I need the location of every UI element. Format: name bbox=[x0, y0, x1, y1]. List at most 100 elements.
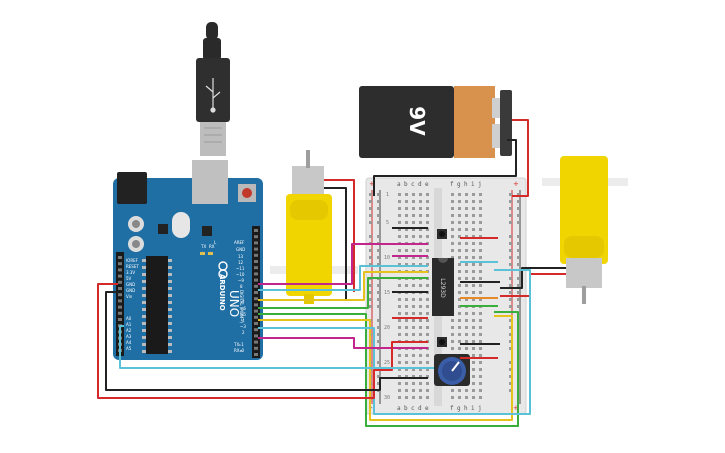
rail-hole[interactable] bbox=[509, 214, 512, 217]
rail-hole[interactable] bbox=[509, 256, 512, 259]
rail-hole[interactable] bbox=[369, 291, 372, 294]
digital-header-pin[interactable] bbox=[254, 340, 258, 344]
breadboard-hole[interactable] bbox=[451, 235, 454, 238]
breadboard-hole[interactable] bbox=[426, 193, 429, 196]
breadboard-hole[interactable] bbox=[398, 368, 401, 371]
breadboard-hole[interactable] bbox=[465, 284, 468, 287]
breadboard-hole[interactable] bbox=[419, 361, 422, 364]
breadboard-hole[interactable] bbox=[398, 193, 401, 196]
breadboard-hole[interactable] bbox=[465, 396, 468, 399]
wires[interactable] bbox=[97, 119, 566, 427]
rail-hole[interactable] bbox=[517, 193, 520, 196]
breadboard-hole[interactable] bbox=[405, 326, 408, 329]
rail-hole[interactable] bbox=[509, 263, 512, 266]
breadboard-hole[interactable] bbox=[419, 207, 422, 210]
breadboard-hole[interactable] bbox=[458, 193, 461, 196]
wire-battery-positive[interactable] bbox=[512, 119, 529, 197]
breadboard-hole[interactable] bbox=[458, 263, 461, 266]
digital-header-pin[interactable] bbox=[254, 272, 258, 276]
battery-9v[interactable]: 9V bbox=[359, 86, 512, 158]
breadboard-hole[interactable] bbox=[412, 298, 415, 301]
breadboard-hole[interactable] bbox=[426, 249, 429, 252]
breadboard-hole[interactable] bbox=[472, 242, 475, 245]
rail-hole[interactable] bbox=[517, 305, 520, 308]
breadboard-hole[interactable] bbox=[479, 347, 482, 350]
breadboard-hole[interactable] bbox=[465, 263, 468, 266]
breadboard-hole[interactable] bbox=[479, 235, 482, 238]
breadboard-hole[interactable] bbox=[472, 354, 475, 357]
breadboard-hole[interactable] bbox=[479, 333, 482, 336]
breadboard-hole[interactable] bbox=[472, 382, 475, 385]
power-analog-header-pin[interactable] bbox=[118, 293, 122, 297]
breadboard-hole[interactable] bbox=[479, 214, 482, 217]
breadboard-hole[interactable] bbox=[405, 284, 408, 287]
breadboard-hole[interactable] bbox=[451, 221, 454, 224]
breadboard-hole[interactable] bbox=[472, 326, 475, 329]
digital-header-pin[interactable] bbox=[254, 241, 258, 245]
power-analog-header-pin[interactable] bbox=[118, 305, 122, 309]
rail-hole[interactable] bbox=[509, 333, 512, 336]
breadboard-hole[interactable] bbox=[451, 193, 454, 196]
rail-hole[interactable] bbox=[369, 249, 372, 252]
breadboard-hole[interactable] bbox=[458, 396, 461, 399]
rail-hole[interactable] bbox=[377, 284, 380, 287]
rail-hole[interactable] bbox=[369, 305, 372, 308]
breadboard-hole[interactable] bbox=[405, 221, 408, 224]
rail-hole[interactable] bbox=[369, 207, 372, 210]
breadboard-hole[interactable] bbox=[405, 389, 408, 392]
rail-hole[interactable] bbox=[377, 305, 380, 308]
breadboard-hole[interactable] bbox=[426, 207, 429, 210]
digital-header-pin[interactable] bbox=[254, 235, 258, 239]
power-analog-header-pin[interactable] bbox=[118, 287, 122, 290]
breadboard-hole[interactable] bbox=[405, 228, 408, 231]
breadboard-hole[interactable] bbox=[479, 263, 482, 266]
breadboard-hole[interactable] bbox=[479, 249, 482, 252]
breadboard-hole[interactable] bbox=[458, 228, 461, 231]
breadboard-hole[interactable] bbox=[472, 200, 475, 203]
rail-hole[interactable] bbox=[517, 214, 520, 217]
rail-hole[interactable] bbox=[377, 298, 380, 301]
rail-hole[interactable] bbox=[377, 291, 380, 294]
breadboard-hole[interactable] bbox=[472, 319, 475, 322]
breadboard-hole[interactable] bbox=[426, 235, 429, 238]
power-analog-header-pin[interactable] bbox=[118, 256, 122, 259]
breadboard-hole[interactable] bbox=[472, 214, 475, 217]
breadboard-hole[interactable] bbox=[472, 277, 475, 280]
breadboard-hole[interactable] bbox=[426, 354, 429, 357]
rail-hole[interactable] bbox=[377, 200, 380, 203]
rail-hole[interactable] bbox=[369, 235, 372, 238]
rail-hole[interactable] bbox=[517, 200, 520, 203]
digital-header-pin[interactable] bbox=[254, 334, 258, 338]
breadboard-hole[interactable] bbox=[458, 214, 461, 217]
rail-hole[interactable] bbox=[509, 193, 512, 196]
breadboard-hole[interactable] bbox=[426, 368, 429, 371]
breadboard-hole[interactable] bbox=[458, 312, 461, 315]
breadboard-hole[interactable] bbox=[479, 389, 482, 392]
breadboard-hole[interactable] bbox=[479, 368, 482, 371]
power-analog-header-pin[interactable] bbox=[118, 299, 122, 303]
rail-hole[interactable] bbox=[377, 193, 380, 196]
breadboard-hole[interactable] bbox=[398, 207, 401, 210]
wire-right-motor-black[interactable] bbox=[500, 267, 566, 289]
rail-hole[interactable] bbox=[509, 382, 512, 385]
breadboard-hole[interactable] bbox=[419, 228, 422, 231]
digital-header-pin[interactable] bbox=[254, 353, 258, 356]
breadboard-hole[interactable] bbox=[426, 382, 429, 385]
rail-hole[interactable] bbox=[517, 263, 520, 266]
breadboard-hole[interactable] bbox=[479, 354, 482, 357]
breadboard-hole[interactable] bbox=[465, 347, 468, 350]
power-analog-header-pin[interactable] bbox=[118, 268, 122, 272]
breadboard-hole[interactable] bbox=[451, 340, 454, 343]
breadboard-hole[interactable] bbox=[465, 207, 468, 210]
breadboard-hole[interactable] bbox=[465, 326, 468, 329]
breadboard-hole[interactable] bbox=[405, 235, 408, 238]
digital-header-pin[interactable] bbox=[254, 291, 258, 294]
breadboard-hole[interactable] bbox=[465, 221, 468, 224]
rail-hole[interactable] bbox=[509, 326, 512, 329]
rail-hole[interactable] bbox=[377, 221, 380, 224]
rail-hole[interactable] bbox=[377, 375, 380, 378]
breadboard-hole[interactable] bbox=[479, 242, 482, 245]
breadboard-hole[interactable] bbox=[472, 361, 475, 364]
breadboard-hole[interactable] bbox=[451, 326, 454, 329]
rail-hole[interactable] bbox=[509, 361, 512, 364]
